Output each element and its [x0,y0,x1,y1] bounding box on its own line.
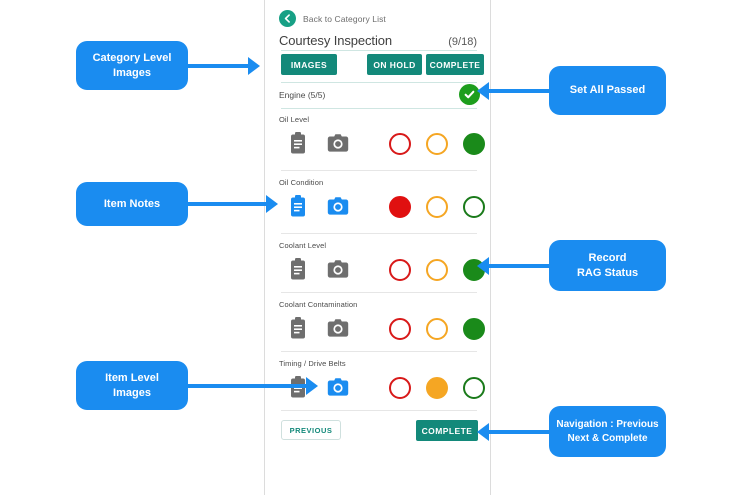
footer-divider [281,410,477,411]
rag-amber-button[interactable] [426,318,448,340]
progress-count: (9/18) [448,36,477,48]
actions-divider [281,82,477,83]
inspection-item: Oil Level [279,115,485,171]
category-label: Engine (5/5) [279,90,326,100]
rag-red-button[interactable] [389,377,411,399]
inspection-item: Coolant Level [279,241,485,297]
rag-red-button[interactable] [389,259,411,281]
item-label: Oil Level [279,115,310,124]
camera-icon[interactable] [325,316,351,342]
connector-item-notes [188,202,266,206]
callout-item-notes: Item Notes [76,182,188,226]
clipboard-notes-icon[interactable] [285,375,311,401]
app-screen: Back to Category List Courtesy Inspectio… [273,2,485,482]
on-hold-button[interactable]: ON HOLD [367,54,422,75]
arrowhead-item-level-images [306,376,318,395]
rag-green-button[interactable] [463,377,485,399]
clipboard-notes-icon[interactable] [285,131,311,157]
complete-button-top[interactable]: COMPLETE [426,54,484,75]
category-row: Engine (5/5) [279,84,480,107]
arrowhead-navigation [477,422,489,441]
callout-item-notes-text: Item Notes [103,197,161,210]
connector-record-rag-status [489,263,549,268]
callout-set-all-passed-text: Set All Passed [569,84,646,96]
item-label: Coolant Contamination [279,300,358,309]
item-label: Oil Condition [279,178,324,187]
item-divider [281,170,477,171]
inspection-item: Oil Condition [279,178,485,234]
rag-green-button[interactable] [463,318,485,340]
clipboard-notes-icon[interactable] [285,194,311,220]
item-label: Coolant Level [279,241,327,250]
item-divider [281,233,477,234]
rag-red-button[interactable] [389,318,411,340]
page-title: Courtesy Inspection [279,33,392,48]
rag-red-button[interactable] [389,196,411,218]
connector-item-level-images [188,383,306,388]
camera-icon[interactable] [325,194,351,220]
connector-category-level-images [188,63,248,68]
category-divider [281,108,477,109]
rag-green-button[interactable] [463,196,485,218]
connector-navigation [489,429,549,434]
inspection-item: Coolant Contamination [279,300,485,356]
clipboard-notes-icon[interactable] [285,316,311,342]
rag-amber-button[interactable] [426,133,448,155]
back-arrow-icon [279,10,296,27]
rag-red-button[interactable] [389,133,411,155]
page-title-row: Courtesy Inspection (9/18) [279,33,477,48]
arrowhead-category-level-images [248,56,260,75]
check-circle-icon[interactable] [459,84,480,105]
rag-amber-button[interactable] [426,377,448,399]
item-label: Timing / Drive Belts [279,359,346,368]
rag-amber-button[interactable] [426,196,448,218]
camera-icon[interactable] [325,257,351,283]
arrowhead-item-notes [266,195,278,213]
inspection-item: Timing / Drive Belts [279,359,485,415]
camera-icon[interactable] [325,375,351,401]
back-link-label: Back to Category List [303,13,386,24]
complete-button-bottom[interactable]: COMPLETE [416,420,478,441]
arrowhead-set-all-passed [477,81,489,100]
rag-green-button[interactable] [463,133,485,155]
camera-icon[interactable] [325,131,351,157]
phone-frame: Back to Category List Courtesy Inspectio… [264,0,491,495]
rag-amber-button[interactable] [426,259,448,281]
images-button[interactable]: IMAGES [281,54,337,75]
item-divider [281,292,477,293]
callout-set-all-passed: Set All Passed [549,66,666,115]
arrowhead-record-rag-status [477,256,489,275]
back-to-category-list-link[interactable]: Back to Category List [279,10,386,27]
item-divider [281,351,477,352]
clipboard-notes-icon[interactable] [285,257,311,283]
previous-button[interactable]: PREVIOUS [281,420,341,440]
title-divider [281,50,477,51]
connector-set-all-passed [489,88,549,93]
